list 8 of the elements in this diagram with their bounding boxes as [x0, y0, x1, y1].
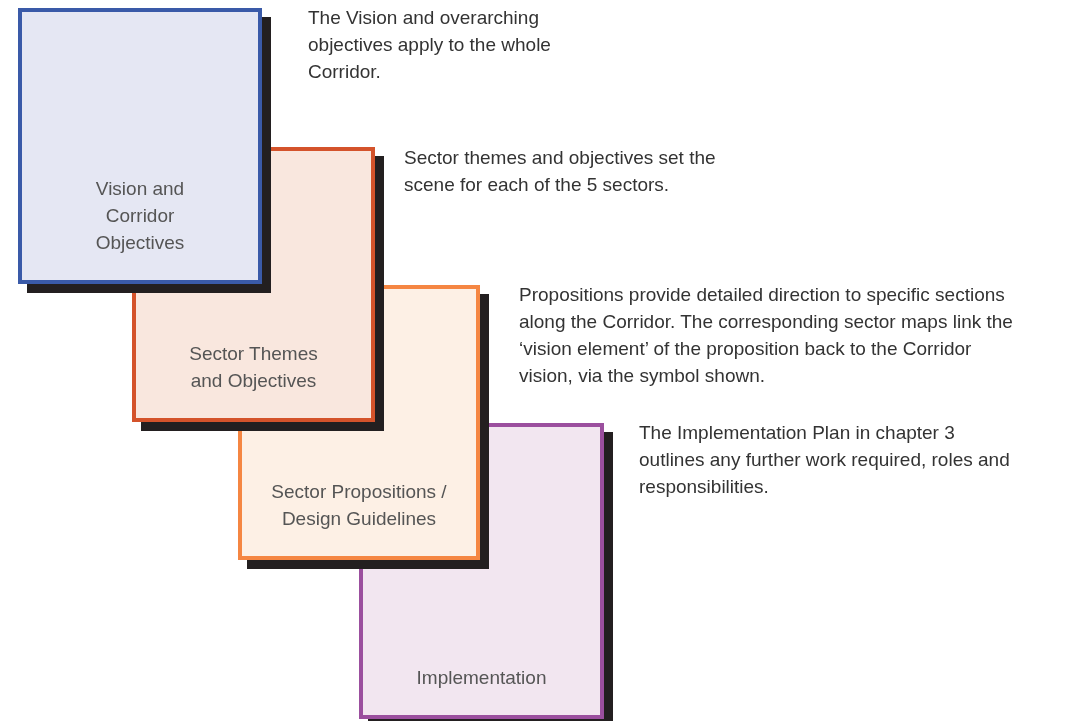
description-text: Sector themes and objectives set the scene for each of the 5 sectors.: [404, 146, 717, 197]
panel-label: Sector Themes and Objectives: [188, 342, 319, 393]
description-text: The Implementation Plan in chapter 3 outlines any further work required, roles and responsibilities.: [639, 421, 1011, 499]
panel-label: Implementation: [415, 666, 548, 690]
panel-label: Sector Propositions / Design Guidelines: [270, 480, 448, 531]
panel-label: Vision and Corridor Objectives: [94, 177, 186, 255]
description-text: The Vision and overarching objectives apply to the whole Corridor.: [308, 6, 552, 84]
description-text: Propositions provide detailed direction to specific sections along the Corridor. The corresponding sector maps link the ‘vision element’ of the proposition back to the Corridor vision, via the symbol shown.: [519, 283, 1014, 388]
